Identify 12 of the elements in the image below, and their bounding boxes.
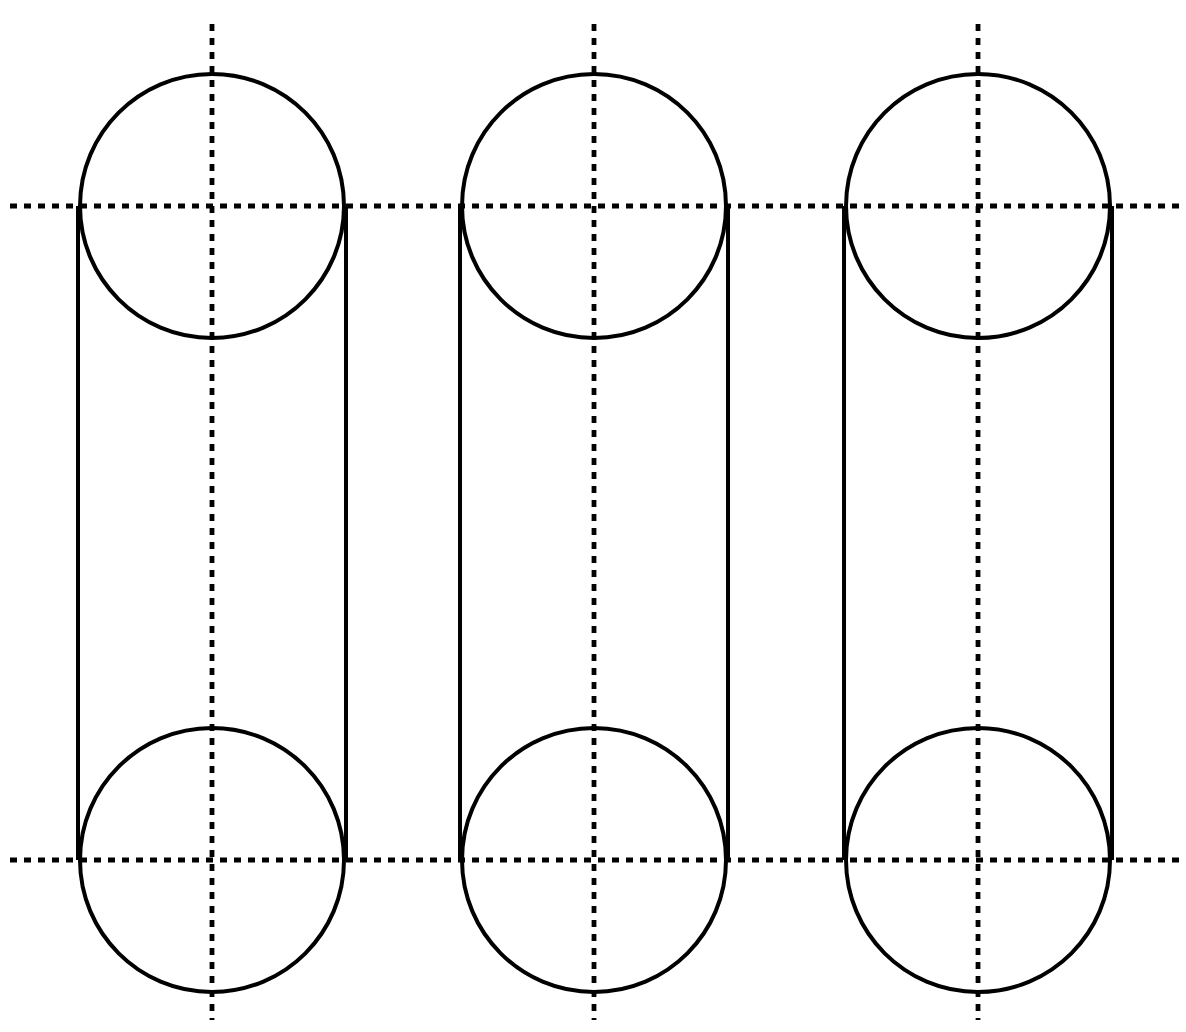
circle xyxy=(844,72,1112,340)
circle xyxy=(844,726,1112,994)
circle xyxy=(78,72,346,340)
circle xyxy=(78,726,346,994)
connecting-line xyxy=(842,206,846,860)
connecting-line xyxy=(458,206,462,860)
connecting-line xyxy=(726,206,730,860)
connecting-line xyxy=(344,206,348,860)
circle xyxy=(460,72,728,340)
connecting-line xyxy=(1110,206,1114,860)
circle xyxy=(460,726,728,994)
connecting-line xyxy=(76,206,80,860)
